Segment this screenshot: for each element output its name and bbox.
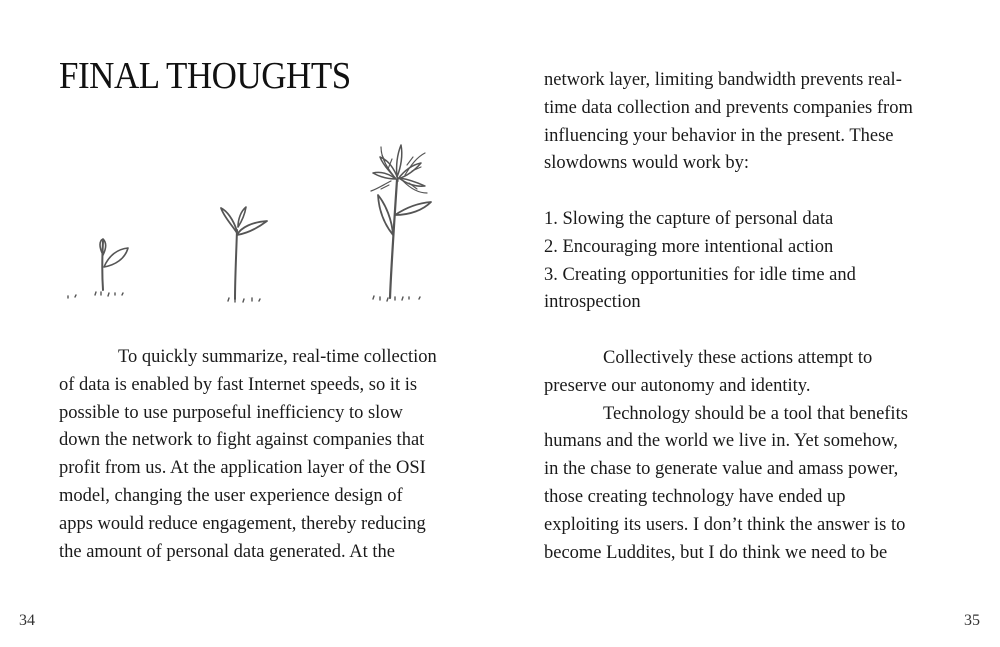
text-line: To quickly summarize, real-time collecti…: [118, 347, 437, 367]
text-line: profit from us. At the application layer…: [59, 458, 426, 479]
text-line: network layer, limiting bandwidth preven…: [544, 70, 902, 90]
text-line: of data is enabled by fast Internet spee…: [59, 374, 418, 395]
text-line: those creating technology have ended up: [544, 486, 846, 507]
text-line: possible to use purposeful inefficiency …: [59, 402, 403, 423]
text-line: Collectively these actions attempt to: [603, 347, 873, 368]
sprouts-growing-to-flower-illustration: [67, 144, 432, 303]
text-line: model, changing the user experience desi…: [59, 485, 403, 506]
paragraph-gap: [544, 178, 964, 206]
text-line: Technology should be a tool that benefit…: [603, 403, 908, 424]
text-line: exploiting its users. I don’t think the …: [544, 514, 906, 535]
list-item: 2. Encouraging more intentional action: [544, 236, 834, 257]
text-line: humans and the world we live in. Yet som…: [544, 431, 898, 452]
continuation-text: network layer, limiting bandwidth preven…: [544, 67, 964, 567]
text-line: apps would reduce engagement, thereby re…: [59, 513, 426, 534]
right-page: network layer, limiting bandwidth preven…: [500, 0, 1000, 647]
text-line: influencing your behavior in the present…: [544, 125, 894, 146]
left-page: FINAL THOUGHTS: [19, 55, 469, 629]
text-line: down the network to fight against compan…: [59, 430, 425, 451]
small-sprout-icon: [67, 238, 129, 299]
text-line: become Luddites, but I do think we need …: [544, 542, 888, 563]
text-line: the amount of personal data generated. A…: [59, 541, 395, 562]
list-item: 3. Creating opportunities for idle time …: [544, 264, 856, 285]
list-item: 1. Slowing the capture of personal data: [544, 208, 834, 229]
text-line: slowdowns would work by:: [544, 153, 750, 174]
page-number-left: 34: [19, 612, 35, 629]
summary-paragraph: To quickly summarize, real-time collecti…: [59, 344, 469, 566]
text-line: in the chase to generate value and amass…: [544, 459, 899, 480]
paragraph-gap: [544, 317, 964, 345]
text-line: preserve our autonomy and identity.: [544, 375, 811, 396]
flower-icon: [370, 144, 432, 302]
page-number-right: 35: [964, 612, 980, 629]
medium-sprout-icon: [220, 206, 268, 303]
text-line: time data collection and prevents compan…: [544, 97, 913, 118]
page-title: FINAL THOUGHTS: [59, 55, 351, 97]
list-item: introspection: [544, 292, 641, 313]
